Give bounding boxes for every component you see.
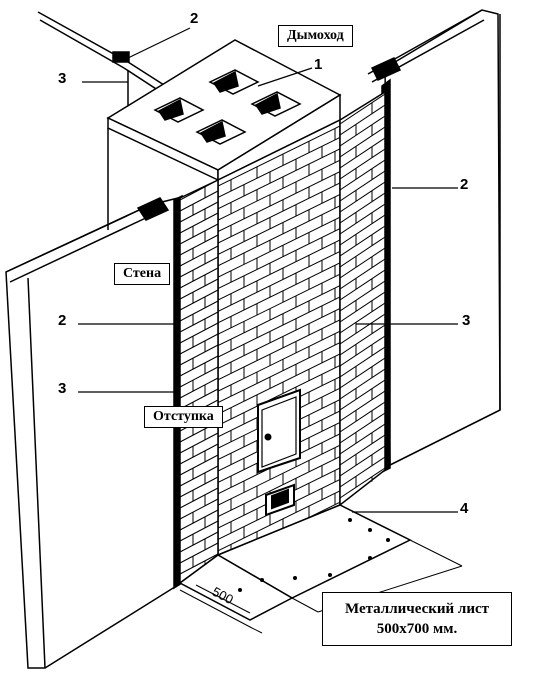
label-wall: Стена — [114, 263, 171, 285]
chimney-cap — [106, 39, 342, 230]
callout-4: 4 — [460, 500, 469, 517]
callout-2-left: 2 — [58, 312, 67, 329]
chimney-front-face — [217, 118, 341, 557]
callout-2-top: 2 — [190, 10, 199, 27]
label-metal-sheet: Металлический лист 500х700 мм. — [322, 592, 512, 646]
callout-3-top: 3 — [58, 70, 67, 87]
chimney-left-face — [179, 178, 219, 585]
cleanout-door — [257, 388, 301, 474]
left-wall — [5, 197, 179, 669]
callout-2-right: 2 — [460, 176, 469, 193]
leader-lines — [78, 27, 458, 513]
callout-3-left: 3 — [58, 380, 67, 397]
callout-1: 1 — [314, 56, 323, 73]
metal-sheet — [178, 504, 412, 621]
label-setback: Отступка — [144, 406, 223, 428]
callout-3-right: 3 — [462, 312, 471, 329]
label-chimney: Дымоход — [278, 25, 353, 47]
right-wall — [367, 9, 501, 467]
ash-hatch — [265, 483, 295, 517]
rear-wall-top — [37, 11, 176, 128]
chimney-right-face — [339, 90, 388, 507]
